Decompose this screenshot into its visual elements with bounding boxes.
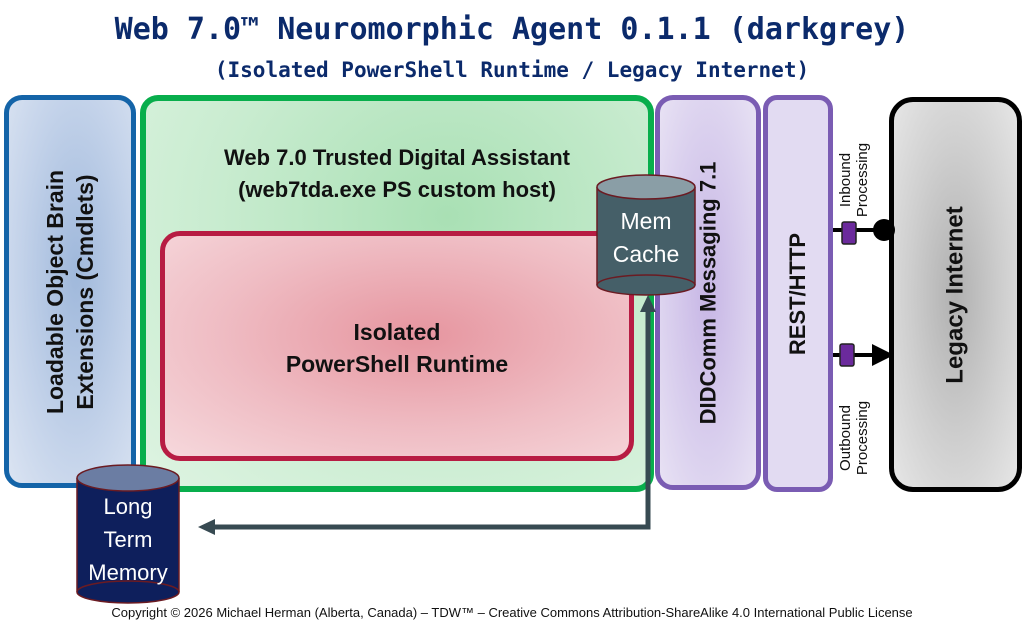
outbound-connector-icon	[839, 343, 855, 367]
inbound-line1: Inbound	[837, 152, 854, 208]
long-term-memory-label: Long Term Memory	[77, 490, 179, 589]
diagram-title: Web 7.0™ Neuromorphic Agent 0.1.1 (darkg…	[114, 12, 910, 47]
long-term-line1: Long	[103, 494, 153, 519]
tda-title-line1: Web 7.0 Trusted Digital Assistant	[224, 145, 570, 170]
tda-title-line2: (web7tda.exe PS custom host)	[238, 177, 556, 202]
outbound-line2: Processing	[854, 400, 871, 476]
legacy-internet-block: Legacy Internet	[889, 97, 1022, 492]
isolated-runtime-block	[160, 231, 634, 461]
rest-http-block: REST/HTTP	[763, 95, 833, 492]
inbound-processing-label: Inbound Processing	[837, 135, 877, 225]
copyright-footer: Copyright © 2026 Michael Herman (Alberta…	[111, 605, 913, 620]
inbound-connector-icon	[841, 221, 857, 245]
inbound-endpoint-icon	[873, 219, 895, 241]
outbound-processing-label: Outbound Processing	[837, 393, 877, 483]
runtime-label: Isolated PowerShell Runtime	[160, 316, 634, 380]
inbound-line2: Processing	[854, 142, 871, 218]
mem-cache-line1: Mem	[620, 208, 672, 234]
long-term-line3: Memory	[88, 560, 168, 585]
tda-title: Web 7.0 Trusted Digital Assistant (web7t…	[140, 142, 654, 206]
diagram-subtitle: (Isolated PowerShell Runtime / Legacy In…	[214, 58, 810, 82]
outbound-arrow-icon	[872, 344, 894, 366]
mem-cache-cylinder	[596, 174, 696, 296]
mem-cache-line2: Cache	[612, 241, 680, 267]
runtime-line1: Isolated	[353, 319, 441, 345]
mem-cache-label: Mem Cache	[597, 205, 695, 271]
runtime-line2: PowerShell Runtime	[285, 351, 509, 377]
arrow-left-icon	[198, 519, 215, 535]
arrow-up-icon	[640, 295, 656, 312]
memory-flow-line	[205, 302, 651, 530]
loadable-extensions-block: Loadable Object Brain Extensions (Cmdlet…	[4, 95, 136, 488]
long-term-memory-cylinder	[76, 464, 180, 604]
outbound-line1: Outbound	[837, 405, 854, 471]
long-term-line2: Term	[103, 527, 153, 552]
